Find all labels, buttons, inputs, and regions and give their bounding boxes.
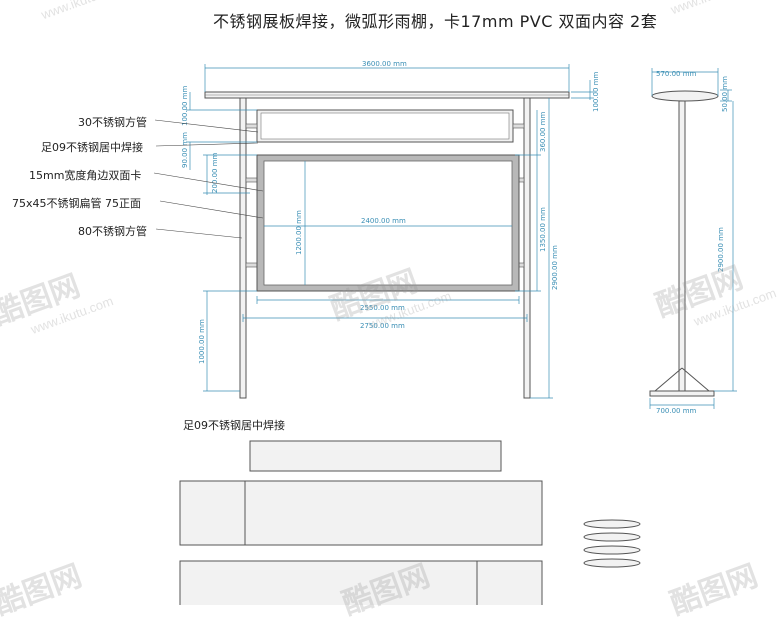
- drawing-title: 不锈钢展板焊接，微弧形雨棚，卡17mm PVC 双面内容 2套: [213, 12, 658, 31]
- label-80-square-tube: 80不锈钢方管: [78, 225, 147, 238]
- dim-header-gap: 100.00 mm: [181, 85, 189, 126]
- dim-board-gap: 90.00 mm: [181, 132, 189, 168]
- label-center-weld: 足09不锈钢居中焊接: [41, 141, 143, 154]
- label-double-sided-frame: 15mm宽度角边双面卡: [29, 169, 142, 182]
- dim-total-width: 3600.00 mm: [362, 60, 407, 68]
- label-flat-tube: 75x45不锈钢扁管 75正面: [12, 197, 141, 210]
- dim-board-width: 2550.00 mm: [360, 304, 405, 312]
- detail-canopy-ring-3: [583, 545, 641, 555]
- dim-post-height: 2900.00 mm: [551, 245, 559, 290]
- side-canopy: [651, 90, 719, 102]
- dim-panel-height: 1200.00 mm: [295, 210, 303, 255]
- label-detail-weld: 足09不锈钢居中焊接: [183, 419, 285, 432]
- dim-post-spacing: 2750.00 mm: [360, 322, 405, 330]
- dim-side-post-height: 2900.00 mm: [717, 227, 725, 272]
- right-post: [523, 97, 531, 399]
- dim-frame-offset: 200.00 mm: [211, 152, 219, 193]
- dim-header-height: 360.00 mm: [539, 111, 547, 152]
- detail-canopy-ring-4: [583, 558, 641, 568]
- dim-board-height: 1350.00 mm: [539, 207, 547, 252]
- detail-canopy-ring-1: [583, 519, 641, 529]
- dim-panel-width: 2400.00 mm: [361, 217, 406, 225]
- detail-board-b: [179, 560, 543, 605]
- detail-canopy-ring-2: [583, 532, 641, 542]
- side-base: [649, 390, 715, 397]
- side-post: [678, 100, 686, 392]
- detail-header-board: [249, 440, 502, 472]
- detail-board-a: [179, 480, 543, 546]
- drawing-canvas: 3600.00 mm 100.00 mm 100.00 mm 90.00 mm …: [153, 60, 737, 605]
- dim-canopy-height: 100.00 mm: [592, 71, 600, 112]
- dim-side-base-width: 700.00 mm: [656, 407, 697, 415]
- dim-ground-clearance: 1000.00 mm: [198, 319, 206, 364]
- dim-side-canopy-width: 570.00 mm: [656, 70, 697, 78]
- label-30-square-tube: 30不锈钢方管: [78, 116, 147, 129]
- left-post: [239, 97, 247, 399]
- dim-side-canopy-height: 50.00 mm: [721, 76, 729, 112]
